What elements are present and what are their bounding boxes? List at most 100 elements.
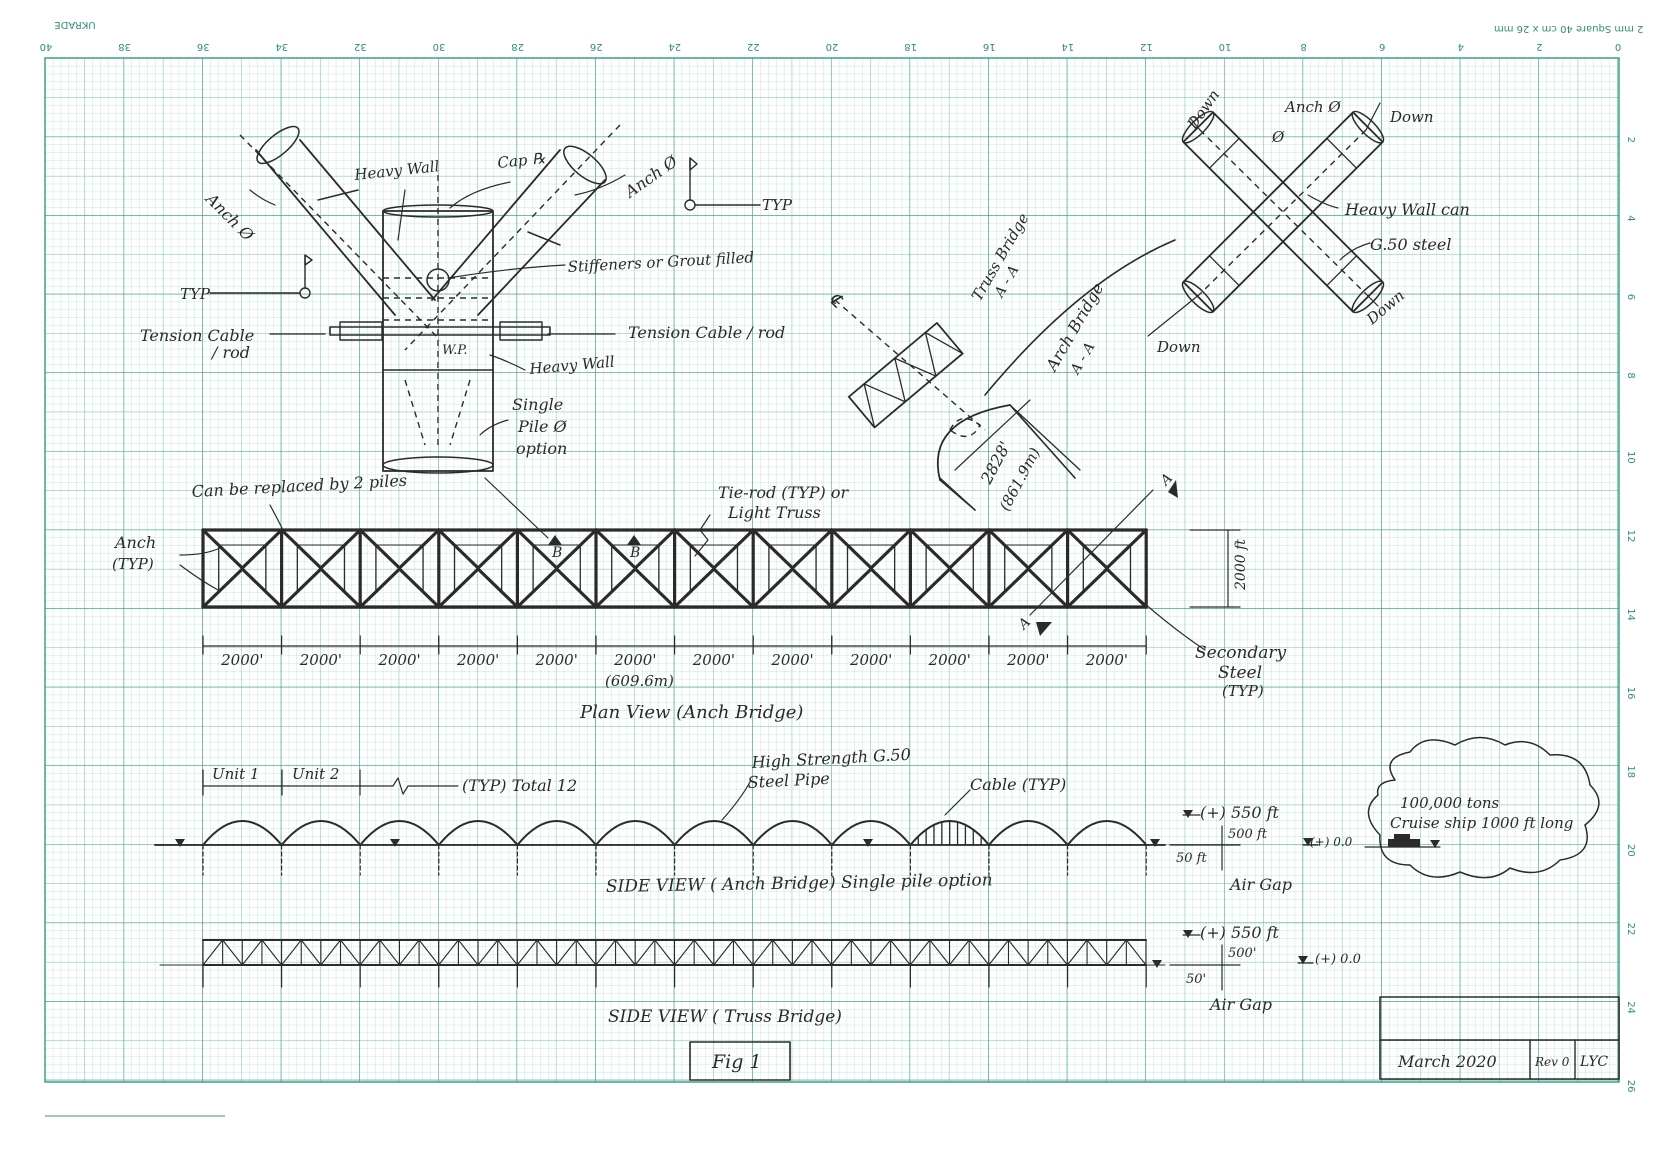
- label-pipe-2: Steel Pipe: [747, 769, 830, 792]
- ruler-top-label: 28: [511, 41, 524, 52]
- side-truss-diagonal: [909, 939, 931, 966]
- label-secondary-3: (TYP): [1222, 682, 1264, 700]
- truss-elev-top: (+) 550 ft: [1200, 923, 1280, 942]
- plan-view-dimensions: 2000'2000'2000'2000'2000'2000'2000'2000'…: [202, 635, 1147, 669]
- water-level-marker: [1150, 839, 1160, 847]
- ruler-top-label: 38: [118, 41, 131, 52]
- plan-arch-rib: [594, 567, 677, 609]
- truss-clearance: 500': [1228, 946, 1256, 961]
- side-truss-diagonal: [968, 939, 990, 966]
- label-tie-rod-1: Tie-rod (TYP) or: [718, 483, 849, 502]
- label-typ-right: TYP: [762, 196, 793, 214]
- ruler-right-label: 24: [1625, 1001, 1636, 1014]
- side-arch-span: [673, 820, 755, 846]
- ruler-top-label: 34: [275, 41, 288, 52]
- side-truss-diagonal: [418, 939, 440, 966]
- plan-arch-rib: [280, 567, 362, 609]
- ship-note-line-2: Cruise ship 1000 ft long: [1390, 814, 1573, 832]
- side-truss-diagonal: [438, 939, 459, 966]
- side-truss-diagonal: [1047, 939, 1068, 966]
- figure-label-box: Fig 1: [689, 1041, 791, 1081]
- ruler-right-label: 12: [1625, 530, 1636, 543]
- side-truss-diagonal: [811, 939, 833, 966]
- side-arch-span: [752, 820, 833, 846]
- ruler-top-label: 0: [1615, 41, 1621, 52]
- side-view-truss: (+) 550 ft 500' (+) 0.0 50' Air Gap SIDE…: [159, 923, 1361, 1027]
- side-truss-diagonal: [654, 939, 676, 966]
- label-arch-typ-2: (TYP): [112, 555, 154, 573]
- ruler-right-label: 4: [1625, 215, 1636, 221]
- plan-arch-rib: [358, 567, 441, 609]
- label-secondary-2: Steel: [1218, 663, 1262, 683]
- side-truss-diagonal: [398, 939, 420, 966]
- side-truss-diagonal: [850, 939, 872, 966]
- arch-clearance: 500 ft: [1228, 827, 1268, 842]
- plan-span-label: 2000': [220, 651, 263, 669]
- water-level-marker: [1152, 960, 1162, 968]
- ruler-top-label: 26: [590, 41, 603, 52]
- side-view-arch: Unit 1 Unit 2 (TYP) Total 12 High Streng…: [154, 745, 1353, 897]
- side-truss-diagonal: [379, 939, 401, 966]
- plan-span-label: 2000': [692, 651, 735, 669]
- side-truss-diagonal: [1106, 939, 1127, 966]
- ruler-top-label: 10: [1219, 41, 1232, 52]
- ship-note-line-1: 100,000 tons: [1400, 794, 1500, 812]
- side-truss-diagonal: [222, 939, 243, 966]
- label-g50-steel: G.50 steel: [1370, 235, 1451, 254]
- side-arch-span: [359, 820, 440, 846]
- arch-air-gap: Air Gap: [1228, 875, 1292, 894]
- side-arch-span: [988, 820, 1069, 846]
- plan-span-label: 2000': [299, 651, 342, 669]
- side-truss-diagonal: [516, 939, 538, 966]
- ruler-right-label: 16: [1625, 687, 1636, 700]
- side-truss-caption: SIDE VIEW ( Truss Bridge): [608, 1007, 842, 1027]
- ruler-top-label: 12: [1140, 41, 1153, 52]
- label-single-pile-2: Pile Ø: [517, 417, 568, 436]
- side-truss-diagonal: [752, 939, 774, 966]
- plan-arch-rib: [830, 567, 912, 609]
- side-truss-diagonal: [732, 939, 754, 966]
- plan-arch-rib: [987, 567, 1070, 609]
- side-arch-spans: [154, 820, 1166, 876]
- side-truss-diagonal: [241, 939, 263, 966]
- side-arch-span: [437, 820, 519, 846]
- ruler-top-label: 4: [1458, 41, 1464, 52]
- section-cut-b-2: B: [629, 545, 640, 561]
- side-truss-diagonal: [457, 939, 479, 966]
- plan-arch-rib: [201, 567, 284, 609]
- title-block-revision: Rev 0: [1534, 1055, 1570, 1069]
- water-level-marker: [390, 839, 400, 847]
- section-b-marker: [627, 535, 641, 545]
- side-truss-diagonal: [497, 939, 518, 966]
- label-down-top-right: Down: [1389, 108, 1434, 126]
- side-truss-diagonal: [595, 939, 617, 966]
- ruler-right-label: 26: [1625, 1080, 1636, 1093]
- ruler-top-label: 16: [983, 41, 996, 52]
- plan-arch-rib: [751, 567, 834, 609]
- side-arch-span: [280, 820, 362, 846]
- side-truss-diagonal: [320, 939, 342, 966]
- label-unit-2: Unit 2: [292, 765, 339, 783]
- title-block-date: March 2020: [1397, 1052, 1497, 1071]
- side-truss-diagonal: [772, 939, 793, 966]
- side-truss-diagonal: [929, 939, 951, 966]
- plan-span-label: 2000': [1085, 651, 1128, 669]
- side-truss-diagonal: [890, 939, 911, 966]
- paper-brand: UKRADE: [54, 19, 95, 30]
- side-truss-diagonal: [536, 939, 558, 966]
- truss-air-gap: Air Gap: [1208, 995, 1272, 1014]
- ruler-top-label: 14: [1061, 41, 1074, 52]
- ruler-top-label: 40: [40, 41, 53, 52]
- plan-arch-rib: [673, 567, 755, 609]
- plan-span-label: 2000': [849, 651, 892, 669]
- plan-view-truss: [201, 528, 1148, 609]
- ruler-right-label: 10: [1625, 451, 1636, 464]
- plan-span-label: 2000': [535, 651, 578, 669]
- ruler-right-label: 6: [1625, 294, 1636, 300]
- label-tension-left-2: / rod: [210, 343, 250, 362]
- side-truss-diagonal: [988, 939, 1010, 966]
- truss-elev-water: (+) 0.0: [1315, 952, 1361, 967]
